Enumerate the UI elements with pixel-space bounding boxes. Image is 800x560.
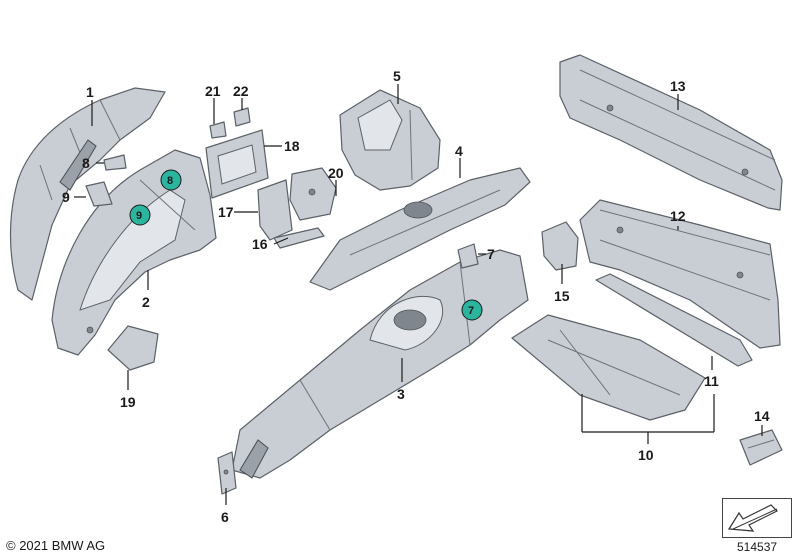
callout-18: 18 <box>284 138 300 154</box>
callout-11: 11 <box>704 373 719 389</box>
part-16-bracket <box>273 227 325 249</box>
callout-19: 19 <box>120 394 136 410</box>
callout-13: 13 <box>670 78 686 94</box>
callout-12: 12 <box>670 208 686 224</box>
diagram-navigation-box[interactable] <box>722 498 792 538</box>
part-11-floor-strip <box>595 273 753 367</box>
badge-7: 7 <box>461 299 483 321</box>
part-15-corner-bracket <box>541 221 579 271</box>
callout-4: 4 <box>455 143 463 159</box>
part-2-wheel-arch-inner <box>51 149 217 356</box>
diagram-number: 514537 <box>737 540 778 554</box>
callout-labels: 1 2 3 4 5 6 7 8 9 10 11 12 13 14 15 16 1… <box>62 68 770 525</box>
part-13-rear-panel-upper <box>559 54 783 211</box>
part-19-panel <box>107 325 159 371</box>
part-5-bulkhead-corner <box>339 89 441 191</box>
callout-21: 21 <box>205 83 221 99</box>
callout-3: 3 <box>397 386 405 402</box>
callout-15: 15 <box>554 288 570 304</box>
callout-2: 2 <box>142 294 150 310</box>
leader-lines <box>74 84 763 505</box>
badge-9: 9 <box>129 204 151 226</box>
callout-1: 1 <box>86 84 94 100</box>
callout-22: 22 <box>233 83 249 99</box>
part-22-clip <box>233 107 251 127</box>
part-8-clip <box>103 154 127 171</box>
callout-17: 17 <box>218 204 234 220</box>
callout-6: 6 <box>221 509 229 525</box>
part-3-rear-floor-frame <box>231 249 529 479</box>
part-17-bracket <box>257 179 293 241</box>
part-7-bracket <box>457 243 479 269</box>
copyright-text: © 2021 BMW AG <box>6 538 106 553</box>
badge-8: 8 <box>160 169 182 191</box>
part-9-bracket <box>85 181 113 207</box>
callout-10: 10 <box>638 447 654 463</box>
part-21-clip <box>209 121 227 139</box>
svg-text:9: 9 <box>136 210 142 222</box>
part-18-frame <box>205 129 269 199</box>
callout-7: 7 <box>487 246 495 262</box>
callout-20: 20 <box>328 165 344 181</box>
arrow-icon <box>727 504 779 532</box>
part-6-bracket <box>217 451 237 495</box>
part-1-wheel-arch-outer <box>9 87 166 301</box>
part-4-floor-pan <box>309 167 531 291</box>
callout-8: 8 <box>82 155 90 171</box>
part-10-floor-panel <box>511 314 706 421</box>
callout-5: 5 <box>393 68 401 84</box>
callout-9: 9 <box>62 189 70 205</box>
part-14-clamp <box>739 429 783 466</box>
svg-text:7: 7 <box>468 305 474 317</box>
callout-16: 16 <box>252 236 268 252</box>
part-12-rear-panel-lower <box>579 199 781 349</box>
callout-14: 14 <box>754 408 770 424</box>
svg-text:8: 8 <box>167 175 173 187</box>
part-20-bracket <box>289 167 337 221</box>
